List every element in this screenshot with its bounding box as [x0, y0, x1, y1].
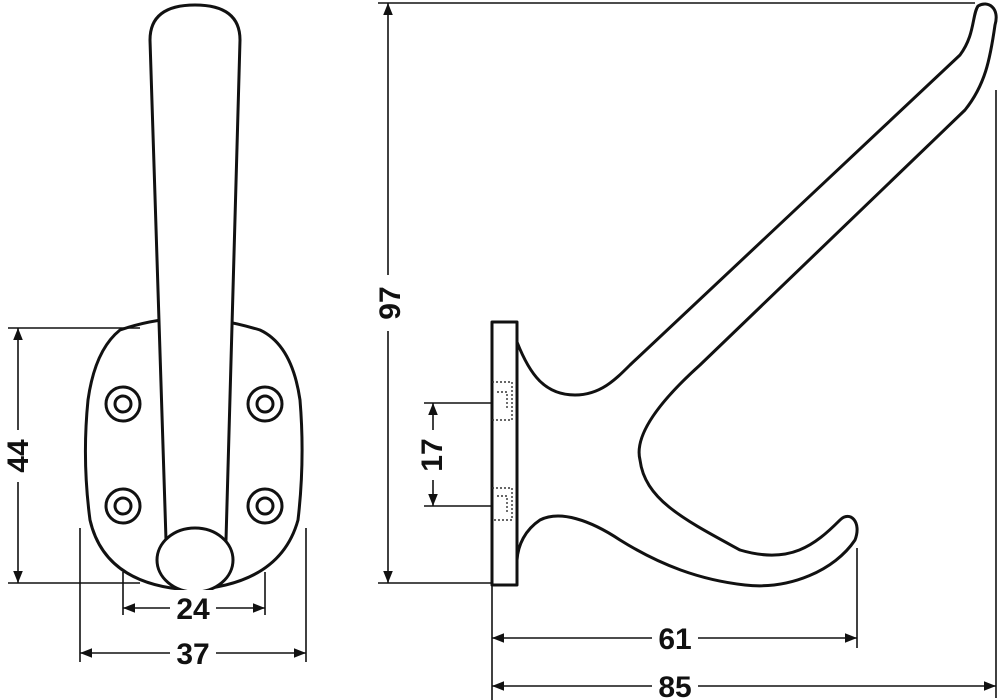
- dimension-base-height: 44: [2, 327, 140, 584]
- base-plate-side: [490, 320, 519, 587]
- dimension-total-height: 97: [370, 2, 975, 584]
- screw-hole-top-left: [104, 385, 142, 423]
- screw-countersink-lower: [492, 487, 513, 521]
- dimension-37-label: 37: [176, 638, 209, 671]
- side-view: 97 17 61 85: [370, 2, 998, 700]
- screw-hole-top-right: [246, 385, 284, 423]
- screw-hole-bottom-left: [104, 487, 142, 525]
- dimension-85-label: 85: [658, 671, 691, 700]
- dimension-44-label: 44: [2, 439, 35, 473]
- dimension-base-width: 37: [79, 528, 307, 671]
- screw-hole-bottom-right: [246, 487, 284, 525]
- dimension-hole-spacing: 24: [122, 572, 266, 626]
- dimension-hook-reach-long: 85: [492, 90, 997, 700]
- dimension-hook-reach-short: 61: [491, 548, 858, 700]
- dimension-17-label: 17: [416, 438, 449, 471]
- dimension-24-label: 24: [176, 593, 210, 626]
- dimension-61-label: 61: [658, 623, 691, 656]
- hook-body-side: [515, 2, 998, 588]
- dimension-side-hole-spacing: 17: [414, 402, 492, 507]
- front-view: 44 24 37: [2, 3, 307, 671]
- screw-countersink-upper: [492, 381, 513, 421]
- hook-arm-front: [148, 3, 242, 542]
- dimension-97-label: 97: [374, 286, 407, 319]
- hook-tip-front: [155, 526, 235, 594]
